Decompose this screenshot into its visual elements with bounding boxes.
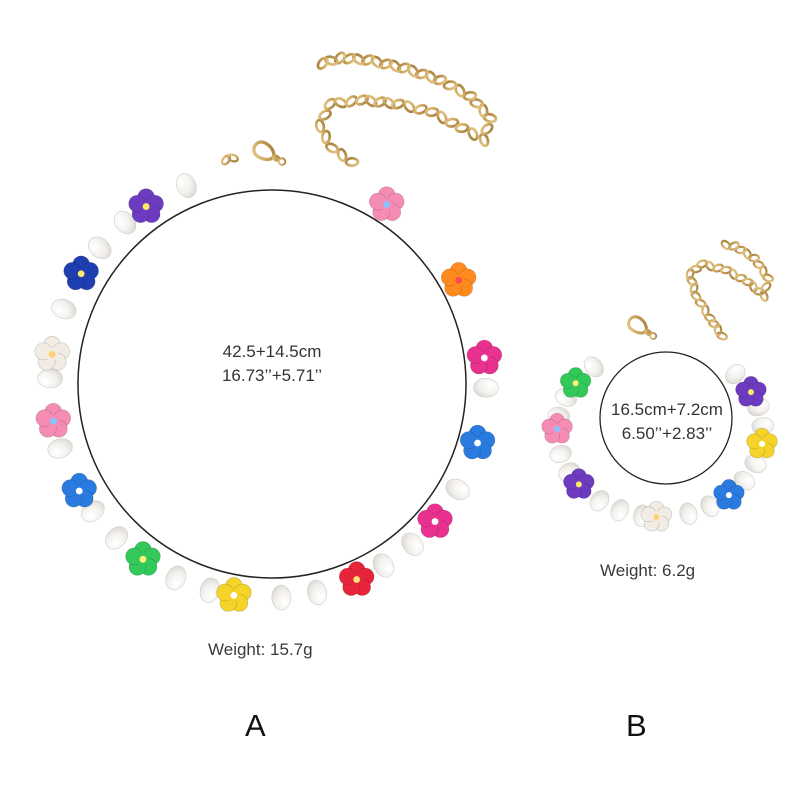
bracelet-size-text: 16.5cm+7.2cm 6.50’’+2.83’’ (596, 398, 738, 446)
pearl-bead (445, 478, 470, 500)
necklace-size-in: 16.73’’+5.71’’ (221, 366, 323, 385)
flower-bead-white (34, 336, 70, 371)
bracelet-size-cm: 16.5cm+7.2cm (611, 400, 723, 419)
flower-bead-purple (735, 375, 767, 407)
bracelet (541, 239, 778, 532)
pearl-bead (51, 298, 77, 320)
flower-bead-yellow (746, 427, 778, 459)
pearl-bead (549, 445, 572, 463)
pearl-bead (307, 579, 328, 606)
flower-bead-blue (61, 472, 97, 508)
bracelet-lobster-clasp (627, 315, 658, 340)
bracelet-size-in: 6.50’’+2.83’’ (621, 424, 713, 443)
flower-bead-pink (541, 412, 573, 444)
flower-bead-navy (63, 255, 99, 291)
flower-bead-magenta (417, 503, 453, 538)
pearl-bead (176, 173, 197, 199)
pearl-bead (37, 368, 63, 389)
pearl-bead (610, 499, 629, 522)
flower-bead-blue (713, 479, 745, 510)
pearl-bead (113, 210, 137, 235)
pearl-bead (589, 490, 610, 512)
pearl-bead (165, 565, 187, 591)
flower-bead-blue (459, 424, 496, 460)
flower-bead-white (640, 500, 673, 532)
flower-bead-purple (563, 468, 595, 499)
necklace-label: A (245, 708, 266, 743)
flower-bead-red (338, 561, 375, 596)
necklace-beads (34, 173, 503, 612)
bracelet-weight: Weight: 6.2g (600, 561, 696, 580)
necklace-extender-chain (220, 51, 498, 168)
pearl-bead (473, 377, 499, 398)
pearl-bead (733, 471, 755, 491)
pearl-bead (583, 356, 604, 378)
flower-bead-pink (368, 186, 405, 221)
necklace-weight: Weight: 15.7g (208, 640, 313, 659)
pearl-bead (47, 438, 73, 459)
necklace-measure-circle (77, 189, 467, 579)
flower-bead-magenta (466, 339, 503, 375)
bracelet-measure-circle (599, 351, 733, 485)
pearl-bead (679, 502, 698, 525)
necklace-size-text: 42.5+14.5cm 16.73’’+5.71’’ (192, 340, 352, 388)
necklace (34, 51, 503, 612)
flower-bead-pink (35, 402, 72, 438)
necklace-lobster-clasp (252, 140, 287, 166)
pearl-bead (725, 363, 746, 385)
flower-bead-green (125, 541, 161, 576)
pearl-bead (744, 454, 767, 474)
pearl-bead (88, 236, 112, 259)
flower-bead-purple (128, 188, 164, 224)
bracelet-extender-chain (685, 239, 774, 341)
flower-bead-yellow (216, 577, 252, 612)
bracelet-beads (541, 356, 778, 532)
pearl-bead (105, 526, 128, 550)
necklace-size-cm: 42.5+14.5cm (222, 342, 322, 361)
pearl-bead (401, 532, 424, 556)
bracelet-label: B (626, 708, 647, 743)
flower-bead-green (559, 367, 592, 398)
pearl-bead (271, 584, 292, 611)
pearl-bead (372, 553, 395, 578)
flower-bead-orange (440, 262, 477, 297)
